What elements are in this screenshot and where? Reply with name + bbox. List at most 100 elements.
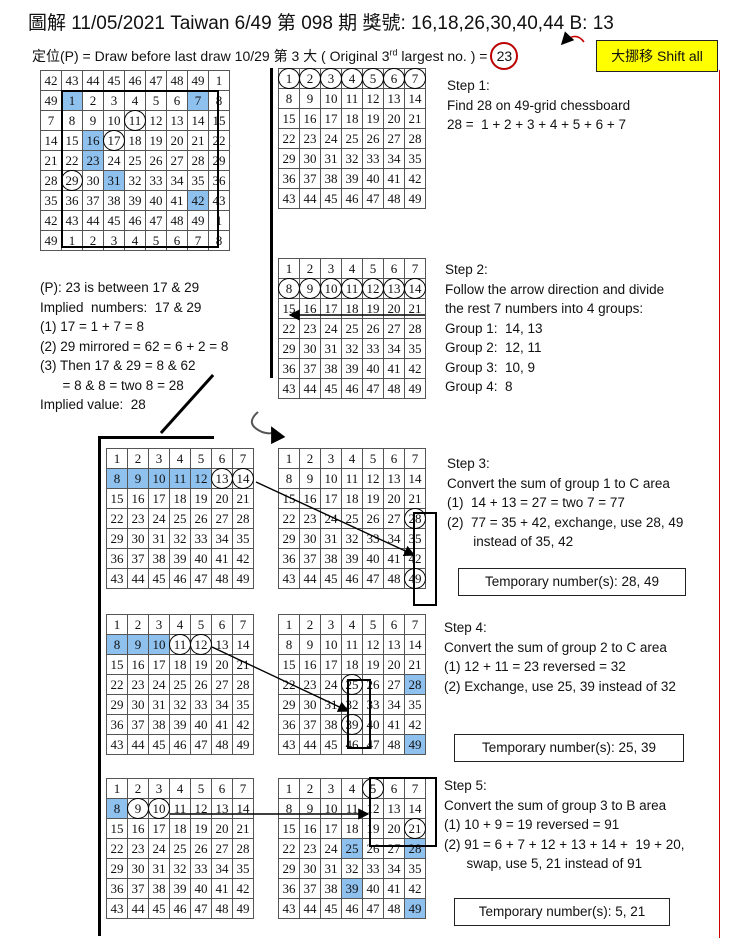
board-cell: 10 bbox=[148, 468, 170, 489]
chess-cell: 12 bbox=[145, 110, 167, 131]
board-cell: 19 bbox=[190, 818, 212, 839]
board-cell: 25 bbox=[341, 128, 363, 149]
board-cell: 24 bbox=[320, 674, 342, 695]
board-cell: 45 bbox=[320, 734, 342, 755]
note-line: (1) 17 = 1 + 7 = 8 bbox=[40, 319, 144, 334]
note-line: Group 3: 10, 9 bbox=[445, 359, 536, 375]
board-cell: 21 bbox=[404, 298, 426, 319]
board-cell: 5 bbox=[190, 778, 212, 799]
note-line: Convert the sum of group 2 to C area bbox=[444, 639, 667, 655]
board-cell: 35 bbox=[232, 858, 254, 879]
board-cell: 15 bbox=[106, 488, 128, 509]
chess-cell: 45 bbox=[103, 70, 125, 91]
board-cell: 36 bbox=[278, 358, 300, 379]
board-cell: 36 bbox=[106, 714, 128, 735]
board-cell: 25 bbox=[341, 838, 363, 859]
board-cell: 16 bbox=[299, 818, 321, 839]
divider-bottom-horizontal bbox=[98, 436, 214, 439]
chess-cell: 23 bbox=[82, 150, 104, 171]
board-cell: 27 bbox=[383, 674, 405, 695]
board-cell: 17 bbox=[320, 818, 342, 839]
board-cell: 15 bbox=[278, 654, 300, 675]
board-cell: 8 bbox=[278, 634, 300, 655]
chess-cell: 21 bbox=[40, 150, 62, 171]
board-cell: 29 bbox=[278, 858, 300, 879]
chess-cell: 16 bbox=[82, 130, 104, 151]
board-cell: 18 bbox=[169, 654, 191, 675]
board-cell: 12 bbox=[362, 278, 385, 300]
board-cell: 20 bbox=[383, 298, 405, 319]
board-cell: 18 bbox=[169, 488, 191, 509]
board-cell: 27 bbox=[211, 838, 233, 859]
board-cell: 5 bbox=[362, 614, 384, 635]
board-cell: 33 bbox=[190, 858, 212, 879]
board-cell: 5 bbox=[362, 448, 384, 469]
board-cell: 44 bbox=[299, 188, 321, 209]
board-cell: 14 bbox=[232, 468, 255, 490]
board-cell: 10 bbox=[148, 798, 171, 820]
board-cell: 8 bbox=[106, 468, 128, 489]
ring-arrow bbox=[560, 31, 585, 46]
board-cell: 20 bbox=[383, 108, 405, 129]
board-cell: 32 bbox=[169, 694, 191, 715]
board-cell: 22 bbox=[278, 674, 300, 695]
board-cell: 35 bbox=[404, 694, 426, 715]
board-cell: 47 bbox=[190, 898, 212, 919]
board-cell: 3 bbox=[148, 614, 170, 635]
board-cell: 44 bbox=[299, 734, 321, 755]
board-cell: 38 bbox=[148, 548, 170, 569]
curved-arrow-icon bbox=[251, 411, 286, 445]
board-cell: 17 bbox=[148, 488, 170, 509]
board-cell: 38 bbox=[320, 714, 342, 735]
board-cell: 26 bbox=[190, 508, 212, 529]
board-cell: 13 bbox=[211, 468, 234, 490]
position-tail: largest no. ) = bbox=[397, 48, 488, 64]
board-cell: 42 bbox=[232, 714, 254, 735]
temp-numbers-step3: Temporary number(s): 28, 49 bbox=[458, 568, 686, 596]
board-cell: 43 bbox=[278, 188, 300, 209]
board-cell: 11 bbox=[341, 88, 363, 109]
chess-cell: 31 bbox=[103, 170, 125, 191]
chess-cell: 14 bbox=[40, 130, 62, 151]
page-title: 圖解 11/05/2021 Taiwan 6/49 第 098 期 獎號: 16… bbox=[28, 13, 614, 34]
board-cell: 19 bbox=[362, 654, 384, 675]
board-cell: 39 bbox=[341, 168, 363, 189]
chess-cell: 49 bbox=[187, 70, 209, 91]
board-cell: 12 bbox=[190, 634, 213, 656]
board-cell: 28 bbox=[232, 508, 254, 529]
chess-cell: 42 bbox=[40, 210, 62, 231]
board-cell: 23 bbox=[299, 128, 321, 149]
board-cell: 3 bbox=[148, 778, 170, 799]
board-cell: 16 bbox=[299, 298, 321, 319]
board-cell: 42 bbox=[404, 714, 426, 735]
note-line: Convert the sum of group 1 to C area bbox=[447, 475, 670, 491]
board-cell: 2 bbox=[299, 448, 321, 469]
board-cell: 14 bbox=[404, 634, 426, 655]
note-line: swap, use 5, 21 instead of 91 bbox=[444, 856, 643, 871]
board-cell: 48 bbox=[383, 568, 405, 589]
board-cell: 19 bbox=[190, 654, 212, 675]
board-cell: 30 bbox=[299, 148, 321, 169]
board-cell: 16 bbox=[127, 818, 149, 839]
board-cell: 32 bbox=[341, 858, 363, 879]
board-cell: 33 bbox=[362, 338, 384, 359]
chess-cell: 43 bbox=[61, 70, 83, 91]
board-cell: 41 bbox=[211, 714, 233, 735]
board-cell: 34 bbox=[211, 694, 233, 715]
board-cell: 32 bbox=[341, 148, 363, 169]
note-line: Implied value: 28 bbox=[40, 397, 146, 412]
board-cell: 18 bbox=[341, 298, 363, 319]
board-cell: 48 bbox=[211, 734, 233, 755]
chess-cell: 43 bbox=[208, 190, 230, 211]
board-cell: 40 bbox=[190, 548, 212, 569]
board-cell: 26 bbox=[190, 838, 212, 859]
board-cell: 37 bbox=[127, 548, 149, 569]
board-cell: 45 bbox=[320, 378, 342, 399]
board-cell: 10 bbox=[320, 798, 342, 819]
chess-cell: 28 bbox=[187, 150, 209, 171]
note-line: (2) 77 = 35 + 42, exchange, use 28, 49 bbox=[447, 514, 684, 530]
note-line: (2) 91 = 6 + 7 + 12 + 13 + 14 + 19 + 20, bbox=[444, 836, 685, 852]
board-cell: 46 bbox=[341, 568, 363, 589]
